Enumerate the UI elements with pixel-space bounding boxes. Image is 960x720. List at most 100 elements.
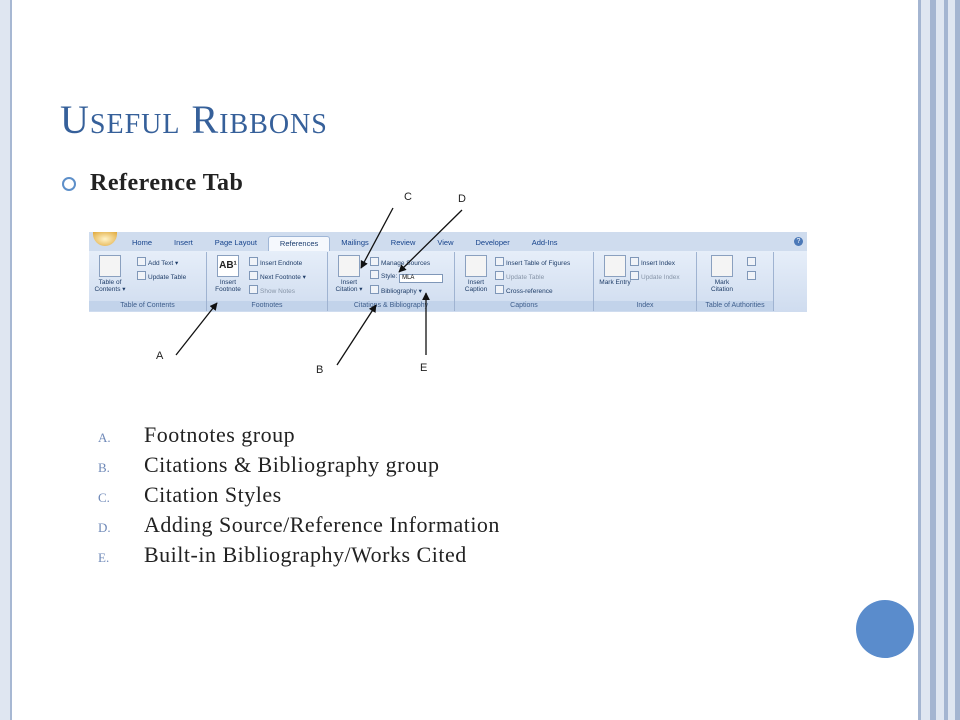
list-text: Citations & Bibliography group (144, 452, 440, 477)
update-table-of-authorities-icon[interactable] (747, 271, 758, 282)
insert-caption-icon (465, 255, 487, 277)
show-notes-button[interactable]: Show Notes (249, 285, 295, 296)
insert-footnote-button[interactable]: AB¹ Insert Footnote (209, 255, 247, 293)
table-of-contents-button[interactable]: Table of Contents ▾ (91, 255, 129, 293)
group-footnotes: AB¹ Insert Footnote Insert Endnote Next … (207, 252, 328, 311)
ribbon-tab-row: Home Insert Page Layout References Maili… (121, 236, 569, 252)
update-table-icon (137, 271, 146, 280)
mark-citation-icon (711, 255, 733, 277)
update-table-figures-button[interactable]: Update Table (495, 271, 544, 282)
tab-review[interactable]: Review (390, 238, 416, 247)
group-captions: Insert Caption Insert Table of Figures U… (455, 252, 594, 311)
right-edge-band (918, 0, 960, 720)
right-stripe (930, 0, 936, 720)
list-letter: D. (98, 520, 111, 535)
insert-table-of-figures-button[interactable]: Insert Table of Figures (495, 257, 570, 268)
next-footnote-button[interactable]: Next Footnote ▾ (249, 271, 306, 282)
annotation-letter-b: B (316, 364, 324, 376)
ribbon-screenshot: Home Insert Page Layout References Maili… (89, 232, 807, 312)
tab-developer[interactable]: Developer (475, 238, 510, 247)
list-letter: B. (98, 460, 110, 475)
annotation-letter-e: E (420, 362, 428, 374)
cross-reference-icon (495, 285, 504, 294)
cross-reference-button[interactable]: Cross-reference (495, 285, 553, 296)
group-citations-bibliography: Insert Citation ▾ Manage Sources Style: … (328, 252, 455, 311)
group-label: Table of Authorities (697, 301, 773, 311)
bibliography-icon (370, 285, 379, 294)
mark-entry-button[interactable]: Mark Entry (596, 255, 634, 286)
bullet-ring-icon (62, 176, 76, 191)
list-letter: C. (98, 490, 110, 505)
group-index: Mark Entry Insert Index Update Index Ind… (594, 252, 697, 311)
insert-endnote-icon (249, 257, 258, 266)
insert-index-icon (630, 257, 639, 266)
right-stripe (918, 0, 921, 720)
group-label: Table of Contents (89, 301, 206, 311)
list-item: B. Citations & Bibliography group (98, 452, 500, 482)
manage-sources-button[interactable]: Manage Sources (370, 257, 430, 268)
show-notes-icon (249, 285, 258, 294)
mark-citation-button[interactable]: Mark Citation (703, 255, 741, 293)
list-text: Citation Styles (144, 482, 282, 507)
group-table-of-authorities: Mark Citation Table of Authorities (697, 252, 774, 311)
list-item: C. Citation Styles (98, 482, 500, 512)
slide-title: Useful Ribbons (60, 97, 328, 142)
tab-view[interactable]: View (437, 238, 454, 247)
annotation-letter-d: D (458, 193, 466, 205)
mark-entry-icon (604, 255, 626, 277)
list-text: Footnotes group (144, 422, 296, 447)
tab-add-ins[interactable]: Add-Ins (531, 238, 558, 247)
list-item: A. Footnotes group (98, 422, 500, 452)
add-text-button[interactable]: Add Text ▾ (137, 257, 178, 268)
group-label: Footnotes (207, 301, 327, 311)
insert-caption-button[interactable]: Insert Caption (457, 255, 495, 293)
update-table-button[interactable]: Update Table (137, 271, 186, 282)
insert-endnote-button[interactable]: Insert Endnote (249, 257, 302, 268)
bibliography-button[interactable]: Bibliography ▾ (370, 285, 422, 296)
list-item: D. Adding Source/Reference Information (98, 512, 500, 542)
group-table-of-contents: Table of Contents ▾ Add Text ▾ Update Ta… (89, 252, 207, 311)
insert-index-button[interactable]: Insert Index (630, 257, 675, 268)
ribbon-body: Table of Contents ▾ Add Text ▾ Update Ta… (89, 251, 807, 312)
style-value[interactable]: MLA (399, 274, 444, 283)
footnote-ab-icon: AB¹ (217, 255, 239, 277)
group-label: Index (594, 301, 696, 311)
group-label: Captions (455, 301, 593, 311)
add-text-icon (137, 257, 146, 266)
insert-table-of-authorities-icon[interactable] (747, 257, 758, 268)
table-of-figures-icon (495, 257, 504, 266)
list-letter: A. (98, 430, 111, 445)
help-icon[interactable]: ? (794, 237, 803, 246)
tab-home[interactable]: Home (132, 238, 153, 247)
update-table-icon (495, 271, 504, 280)
list-item: E. Built-in Bibliography/Works Cited (98, 542, 500, 572)
update-index-button[interactable]: Update Index (630, 271, 680, 282)
insert-citation-icon (338, 255, 360, 277)
left-edge-band (0, 0, 10, 720)
tab-mailings[interactable]: Mailings (341, 238, 369, 247)
list-text: Built-in Bibliography/Works Cited (144, 542, 467, 567)
right-stripe (944, 0, 948, 720)
annotation-letter-a: A (156, 350, 164, 362)
manage-sources-icon (370, 257, 379, 266)
left-edge-line (10, 0, 12, 720)
annotation-letter-c: C (404, 191, 412, 203)
list-letter: E. (98, 550, 110, 565)
right-stripe (955, 0, 960, 720)
tab-page-layout[interactable]: Page Layout (214, 238, 257, 247)
arrow-b (336, 304, 377, 366)
style-icon (370, 270, 379, 279)
update-index-icon (630, 271, 639, 280)
table-of-contents-icon (99, 255, 121, 277)
tab-references[interactable]: References (267, 236, 331, 252)
tab-insert[interactable]: Insert (174, 238, 193, 247)
bullet-item: Reference Tab (62, 170, 243, 197)
insert-citation-button[interactable]: Insert Citation ▾ (330, 255, 368, 293)
list-text: Adding Source/Reference Information (144, 512, 500, 537)
next-footnote-icon (249, 271, 258, 280)
bullet-text: Reference Tab (90, 170, 244, 196)
legend-list: A. Footnotes group B. Citations & Biblio… (98, 422, 500, 572)
group-label: Citations & Bibliography (328, 301, 454, 311)
office-button-icon[interactable] (93, 232, 117, 246)
citation-style-select[interactable]: Style: MLA (370, 270, 444, 283)
